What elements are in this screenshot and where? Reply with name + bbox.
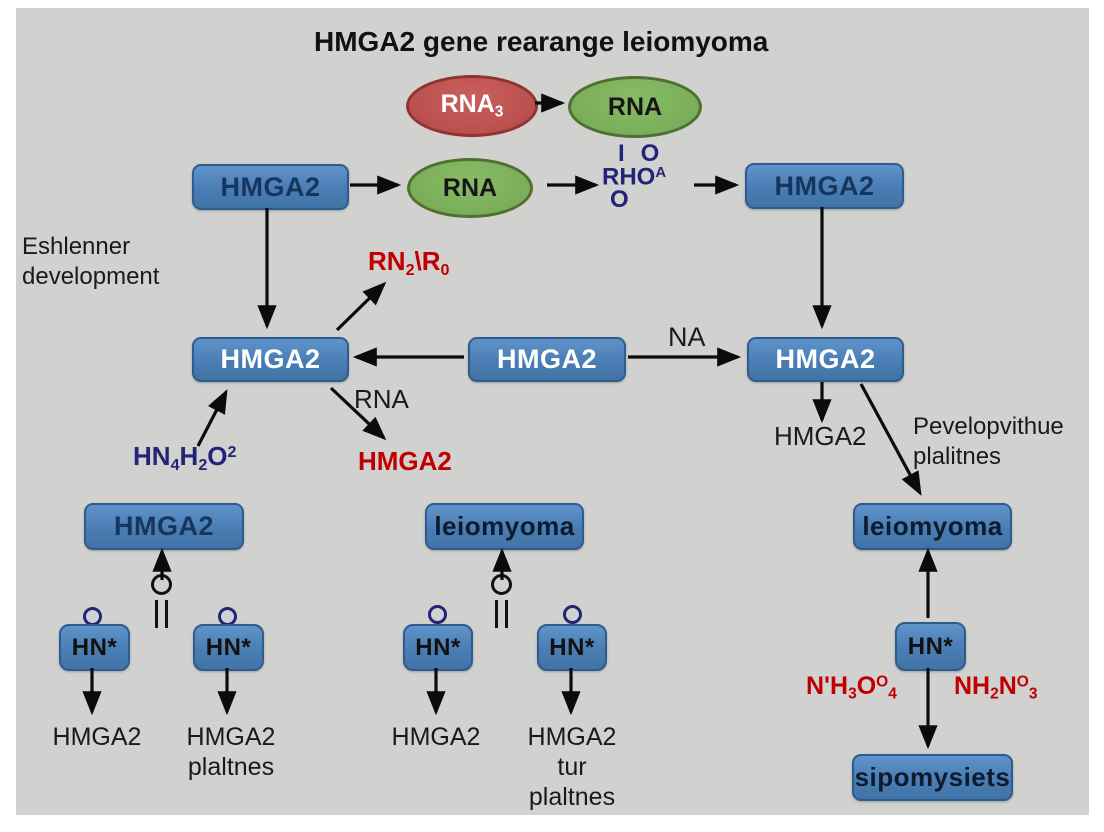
node-rna3-ellipse: RNA3 xyxy=(406,75,538,137)
label-bottom-1: HMGA2 xyxy=(52,723,142,751)
oxygen-ring-icon xyxy=(563,605,582,624)
node-hmga2-row2-left: HMGA2 xyxy=(192,164,349,210)
label-na: NA xyxy=(668,322,706,352)
oxygen-ring-icon xyxy=(428,605,447,624)
formula-nh2n3: NH2NO3 xyxy=(954,672,1038,703)
formula-nh3o4: N'H3OO4 xyxy=(806,672,897,703)
node-hn-1: HN* xyxy=(59,624,130,671)
arrow-diag-to-leiomyoma xyxy=(859,383,922,496)
label-eshlenner: Eshlenner development xyxy=(22,233,160,290)
arrow-to-rn2r0 xyxy=(335,281,387,332)
label-hmga2-below-right: HMGA2 xyxy=(774,421,867,451)
label-bottom-3: HMGA2 xyxy=(391,723,481,751)
node-sipomysiets: sipomysiets xyxy=(852,754,1013,801)
node-hmga2-row2-right: HMGA2 xyxy=(745,163,904,209)
arrow-hn4h2o2-up xyxy=(196,389,228,447)
node-hn-3: HN* xyxy=(403,624,473,671)
node-hmga2-mid-center: HMGA2 xyxy=(468,337,626,382)
node-leiomyoma-mid: leiomyoma xyxy=(425,503,584,550)
label-bottom-4: HMGA2 tur plaltnes xyxy=(527,723,617,811)
formula-rn2r0: RN2\R0 xyxy=(368,246,450,279)
node-leiomyoma-right: leiomyoma xyxy=(853,503,1012,550)
page-title: HMGA2 gene rearange leiomyoma xyxy=(314,26,769,57)
rna-mid-label: RNA xyxy=(442,173,498,202)
label-hmga2-red: HMGA2 xyxy=(358,446,452,476)
node-hn-4: HN* xyxy=(537,624,607,671)
node-hmga2-mid-left: HMGA2 xyxy=(192,337,349,382)
rna-top-label: RNA xyxy=(607,92,663,121)
node-hmga2-mid-right: HMGA2 xyxy=(747,337,904,382)
node-rna-mid-ellipse: RNA xyxy=(407,158,533,218)
node-hn-2: HN* xyxy=(193,624,264,671)
node-hn-5: HN* xyxy=(895,622,966,671)
rna3-label: RNA3 xyxy=(440,90,504,121)
double-bond-bars-icon xyxy=(155,600,168,628)
node-hmga2-lower-left: HMGA2 xyxy=(84,503,244,550)
formula-hn4h2o2: HN4H2O2 xyxy=(133,441,237,474)
diagram-canvas: HMGA2 gene rearange leiomyoma RNA3 RNA R… xyxy=(16,8,1089,815)
label-bottom-2: HMGA2 plaltnes xyxy=(186,723,276,781)
label-rna: RNA xyxy=(354,384,409,414)
arrow-rna-to-red-hmga2 xyxy=(329,386,387,441)
double-bond-bars-icon xyxy=(495,600,508,628)
node-rna-top-ellipse: RNA xyxy=(568,76,702,138)
label-develop: Pevelopvithue plalitnes xyxy=(913,413,1064,470)
